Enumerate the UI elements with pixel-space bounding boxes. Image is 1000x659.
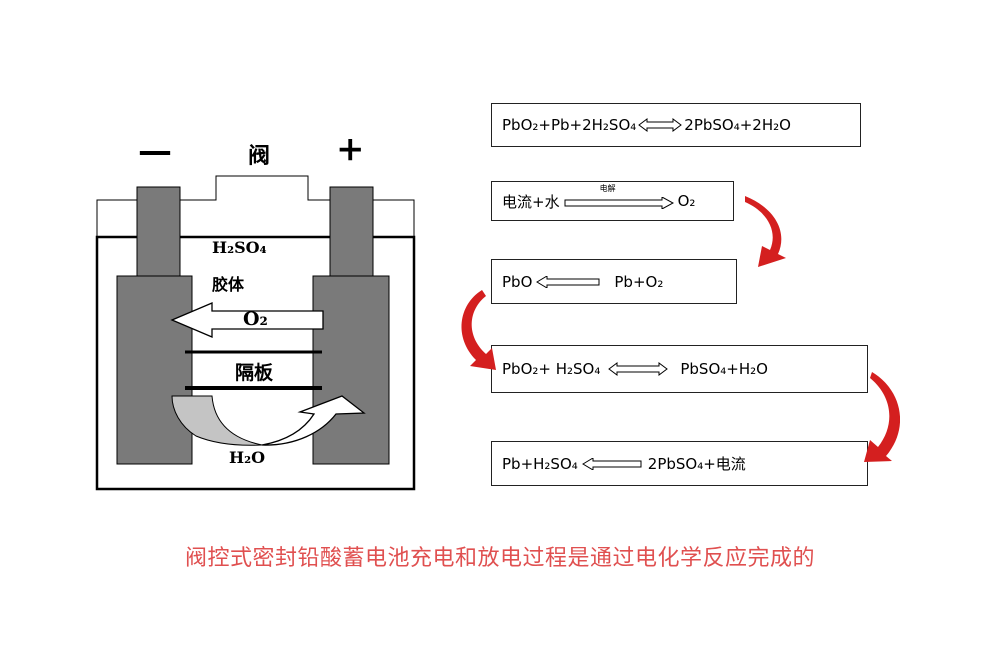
reaction-1-left: PbO₂+Pb+2H₂SO₄ xyxy=(502,116,637,134)
double-arrow-icon xyxy=(638,118,683,132)
reaction-box-3: PbO Pb+O₂ xyxy=(491,259,737,304)
oxygen-arrow xyxy=(170,302,324,338)
electrolysis-label: 电解 xyxy=(599,184,616,193)
reaction-box-1: PbO₂+Pb+2H₂SO₄ 2PbSO₄+2H₂O xyxy=(491,103,861,147)
reaction-box-5: Pb+H₂SO₄ 2PbSO₄+电流 xyxy=(491,441,868,486)
reaction-2-right: O₂ xyxy=(677,192,696,210)
curved-arrow-2 xyxy=(461,290,496,370)
reaction-3-left: PbO xyxy=(502,272,533,291)
curved-arrow-tail xyxy=(171,395,263,446)
reaction-4-left: PbO₂+ H₂SO₄ xyxy=(502,360,601,378)
negative-symbol: — xyxy=(138,131,172,171)
water-label: H₂O xyxy=(229,448,266,467)
reaction-3-right: Pb+O₂ xyxy=(614,272,664,291)
reaction-box-2: 电流+水 电解 O₂ xyxy=(491,181,734,221)
positive-electrode xyxy=(312,275,390,465)
negative-terminal xyxy=(136,186,181,277)
reaction-1-right: 2PbSO₄+2H₂O xyxy=(684,116,791,134)
gel-label: 胶体 xyxy=(212,275,245,294)
caption: 阀控式密封铅酸蓄电池充电和放电过程是通过电化学反应完成的 xyxy=(184,546,815,571)
curved-arrow-3 xyxy=(864,372,900,462)
negative-electrode xyxy=(116,275,193,465)
curved-arrow-1 xyxy=(745,196,786,267)
reaction-5-right: 2PbSO₄+电流 xyxy=(647,455,746,473)
oxygen-label: O₂ xyxy=(243,308,268,330)
left-arrow-icon xyxy=(536,275,600,288)
positive-terminal xyxy=(329,186,374,277)
battery-lid xyxy=(96,175,415,237)
electrolyte-label: H₂SO₄ xyxy=(212,238,267,257)
reaction-4-right: PbSO₄+H₂O xyxy=(680,360,768,378)
positive-symbol: + xyxy=(336,129,365,169)
right-arrow-icon xyxy=(564,197,674,209)
battery-drawing xyxy=(95,175,416,491)
separator-label: 隔板 xyxy=(235,362,274,384)
reaction-2-arrow: 电解 xyxy=(564,184,674,209)
curved-arrow-head xyxy=(261,395,366,446)
flow-arrows xyxy=(461,196,900,462)
battery-case xyxy=(95,235,416,491)
double-arrow-icon xyxy=(608,362,669,376)
left-arrow-icon xyxy=(581,457,642,470)
reaction-2-left: 电流+水 xyxy=(502,192,560,211)
reaction-5-left: Pb+H₂SO₄ xyxy=(502,454,578,473)
valve-label: 阀 xyxy=(248,143,271,169)
reaction-box-4: PbO₂+ H₂SO₄ PbSO₄+H₂O xyxy=(491,345,868,393)
